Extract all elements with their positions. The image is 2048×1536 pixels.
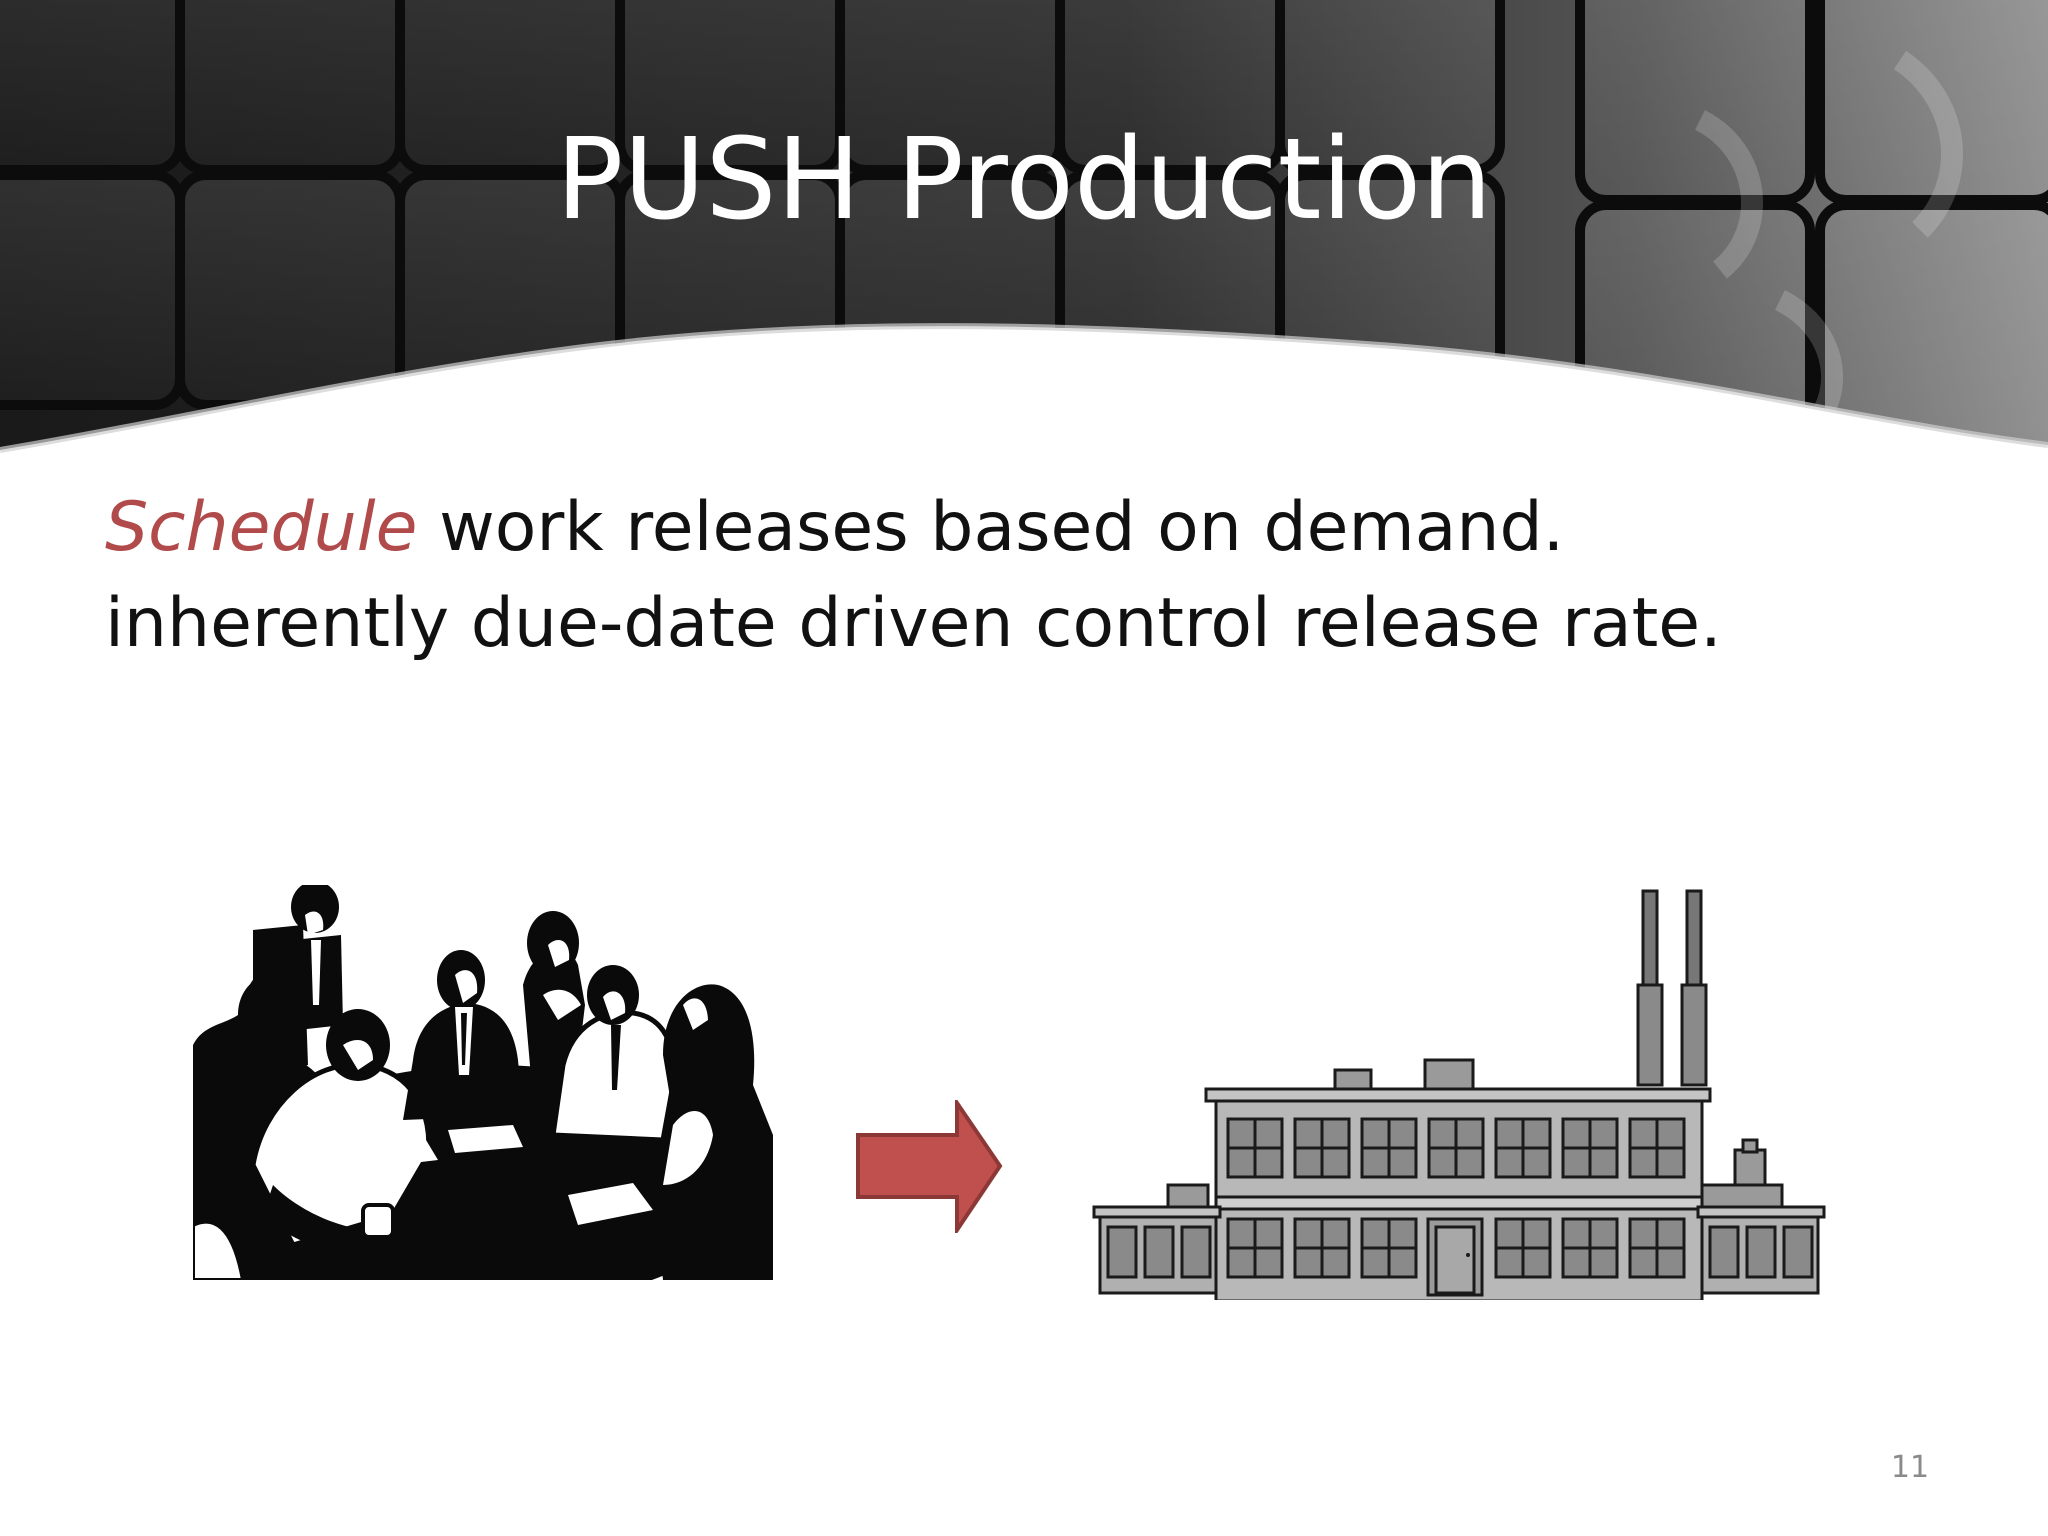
bullet-line-2: inherently due-date driven control relea… [105,584,1722,663]
line-1-text: work releases based on demand. [417,488,1565,567]
business-meeting-illustration [193,885,773,1280]
right-arrow-icon [856,1100,1003,1233]
slide-title: PUSH Production [555,115,1493,245]
emphasis-word: Schedule [105,488,418,567]
slide-body: Schedule work releases based on demand. … [105,480,1985,672]
slide-number: 11 [1890,1450,1930,1485]
header-banner [0,0,2048,453]
bullet-line-1: Schedule work releases based on demand. [105,480,1985,576]
factory-icon [1092,889,1826,1300]
